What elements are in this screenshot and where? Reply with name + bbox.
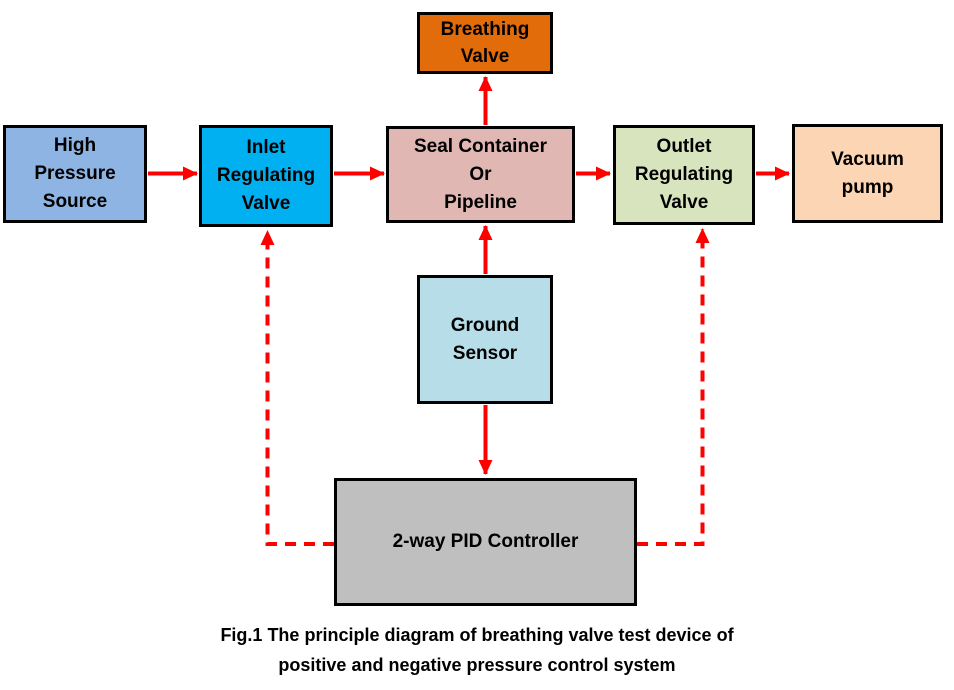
node-label: Breathing Valve — [440, 19, 530, 67]
node-ground-sensor: Ground Sensor — [417, 275, 553, 404]
node-outlet-regulating-valve: Outlet Regulating Valve — [613, 125, 755, 225]
node-label: Ground Sensor — [450, 314, 520, 364]
figure-caption: Fig.1 The principle diagram of breathing… — [0, 620, 954, 680]
node-seal-container: Seal Container Or Pipeline — [386, 126, 575, 223]
figure-caption-line2: positive and negative pressure control s… — [278, 655, 676, 675]
node-label: High Pressure Source — [34, 135, 116, 212]
node-label: Vacuum pump — [831, 148, 904, 198]
node-label: 2-way PID Controller — [392, 531, 579, 552]
node-label: Outlet Regulating Valve — [634, 136, 734, 213]
dashed-arrow-pid-to-outlet — [637, 228, 710, 546]
node-high-pressure-source: High Pressure Source — [3, 125, 147, 223]
node-label: Seal Container Or Pipeline — [413, 135, 548, 213]
node-inlet-regulating-valve: Inlet Regulating Valve — [199, 125, 333, 227]
node-breathing-valve: Breathing Valve — [417, 12, 553, 74]
dashed-arrow-pid-to-inlet — [260, 230, 334, 546]
node-label: Inlet Regulating Valve — [216, 137, 316, 214]
figure-caption-line1: Fig.1 The principle diagram of breathing… — [220, 625, 734, 645]
node-pid-controller: 2-way PID Controller — [334, 478, 637, 606]
node-vacuum-pump: Vacuum pump — [792, 124, 943, 223]
